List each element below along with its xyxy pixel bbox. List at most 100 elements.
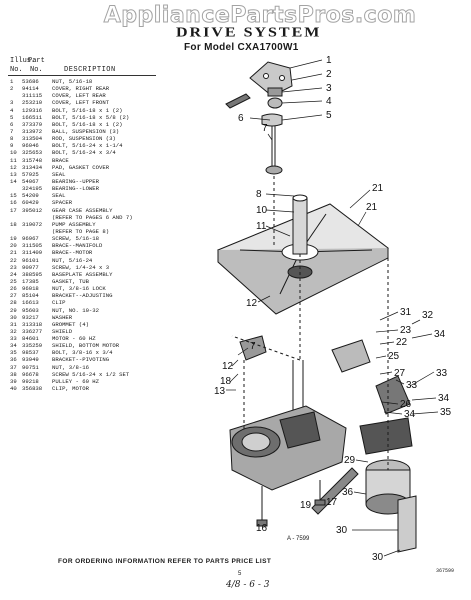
part-number: 84601	[22, 335, 39, 343]
callout-34: 34	[404, 409, 416, 420]
gasket-pad-drawing	[225, 93, 251, 109]
part-number: 388595	[22, 270, 43, 278]
part-illus-number: 23	[10, 263, 17, 271]
callout-8: 8	[256, 189, 262, 200]
part-illus-number: 9	[10, 142, 14, 150]
callout-21: 21	[372, 183, 384, 194]
part-description: SCREW, 5/16-18	[52, 235, 99, 243]
part-illus-number: 8	[10, 135, 14, 143]
callout-34: 34	[438, 393, 450, 404]
part-number: 311115	[22, 92, 43, 100]
part-illus-number: 29	[10, 306, 17, 314]
part-description: SPACER	[52, 199, 73, 207]
part-description: NUT, 5/16-18	[52, 78, 93, 85]
part-number: 336277	[22, 327, 43, 335]
part-description: MOTOR - 60 HZ	[52, 335, 96, 343]
part-description: GEAR CASE ASSEMBLY	[52, 206, 113, 214]
callout-10: 10	[256, 205, 268, 216]
part-description: NUT, NO. 10-32	[52, 306, 99, 314]
parts-row: (REFER TO PAGES 6 AND 7)	[10, 214, 160, 221]
part-illus-number: 32	[10, 327, 17, 335]
part-illus-number: 40	[10, 385, 17, 393]
part-description: BRACKET--PIVOTING	[52, 356, 110, 364]
header-no: No.	[10, 66, 23, 74]
part-number: 373379	[22, 120, 43, 128]
part-illus-number: 31	[10, 320, 17, 328]
callout-numbers: 1234567810112121127121813312322252733263…	[214, 55, 452, 563]
part-description: SEAL	[52, 170, 66, 178]
part-illus-number: 34	[10, 342, 17, 350]
callout-4: 4	[326, 96, 332, 107]
part-illus-number: 33	[10, 335, 17, 343]
part-description: COVER, LEFT FRONT	[52, 99, 110, 107]
part-description: BOLT, 3/8-16 x 3/4	[52, 349, 113, 357]
part-illus-number: 10	[10, 149, 17, 157]
callout-1: 1	[326, 55, 332, 66]
page-title: DRIVE SYSTEM	[176, 25, 322, 40]
part-description: BEARING--LOWER	[52, 185, 99, 193]
callout-25: 25	[388, 351, 400, 362]
part-illus-number: 18	[10, 220, 17, 228]
part-illus-number: 22	[10, 256, 17, 264]
part-illus-number: 14	[10, 177, 17, 185]
part-number: 85104	[22, 292, 39, 300]
part-illus-number: 12	[10, 163, 17, 171]
callout-7: 7	[250, 341, 256, 352]
part-description: SCREW 5/16-24 x 1/2 SET	[52, 370, 130, 378]
callout-leaders	[226, 59, 439, 557]
part-description: BOLT, 5/16-18 x 5/8 (2)	[52, 113, 130, 121]
part-number: 324195	[22, 185, 43, 193]
callout-7: 7	[262, 123, 268, 134]
part-description: WASHER	[52, 313, 73, 321]
part-number: 53686	[22, 78, 39, 85]
callout-5: 5	[326, 110, 332, 121]
callout-22: 22	[396, 337, 408, 348]
part-illus-number: 25	[10, 277, 17, 285]
part-illus-number: 24	[10, 270, 17, 278]
part-number: 253210	[22, 99, 43, 107]
part-number: 57925	[22, 170, 39, 178]
part-description: BEARING--UPPER	[52, 177, 99, 185]
part-illus-number: 20	[10, 242, 17, 250]
part-illus-number: 30	[10, 313, 17, 321]
part-description: PAD, GASKET COVER	[52, 163, 110, 171]
callout-3: 3	[326, 83, 332, 94]
part-number: 54209	[22, 192, 39, 200]
part-description: BASEPLATE ASSEMBLY	[52, 270, 113, 278]
header-illus: Illus.	[10, 57, 36, 65]
part-description: GASKET, TUB	[52, 277, 89, 285]
part-number: 129316	[22, 106, 43, 114]
callout-17: 17	[326, 497, 338, 508]
callout-26: 26	[400, 399, 412, 410]
part-number: 335259	[22, 342, 43, 350]
bolt-drawings	[256, 480, 326, 527]
parts-row: (REFER TO PAGE 8)	[10, 228, 160, 235]
part-number: 60429	[22, 199, 39, 207]
part-illus-number: 19	[10, 235, 17, 243]
callout-30: 30	[372, 552, 384, 563]
callout-12: 12	[222, 361, 234, 372]
part-description: COVER, RIGHT REAR	[52, 85, 110, 93]
header-part-no: No.	[30, 66, 43, 74]
part-description: NUT, 5/16-24	[52, 256, 93, 264]
part-number: 313972	[22, 127, 43, 135]
